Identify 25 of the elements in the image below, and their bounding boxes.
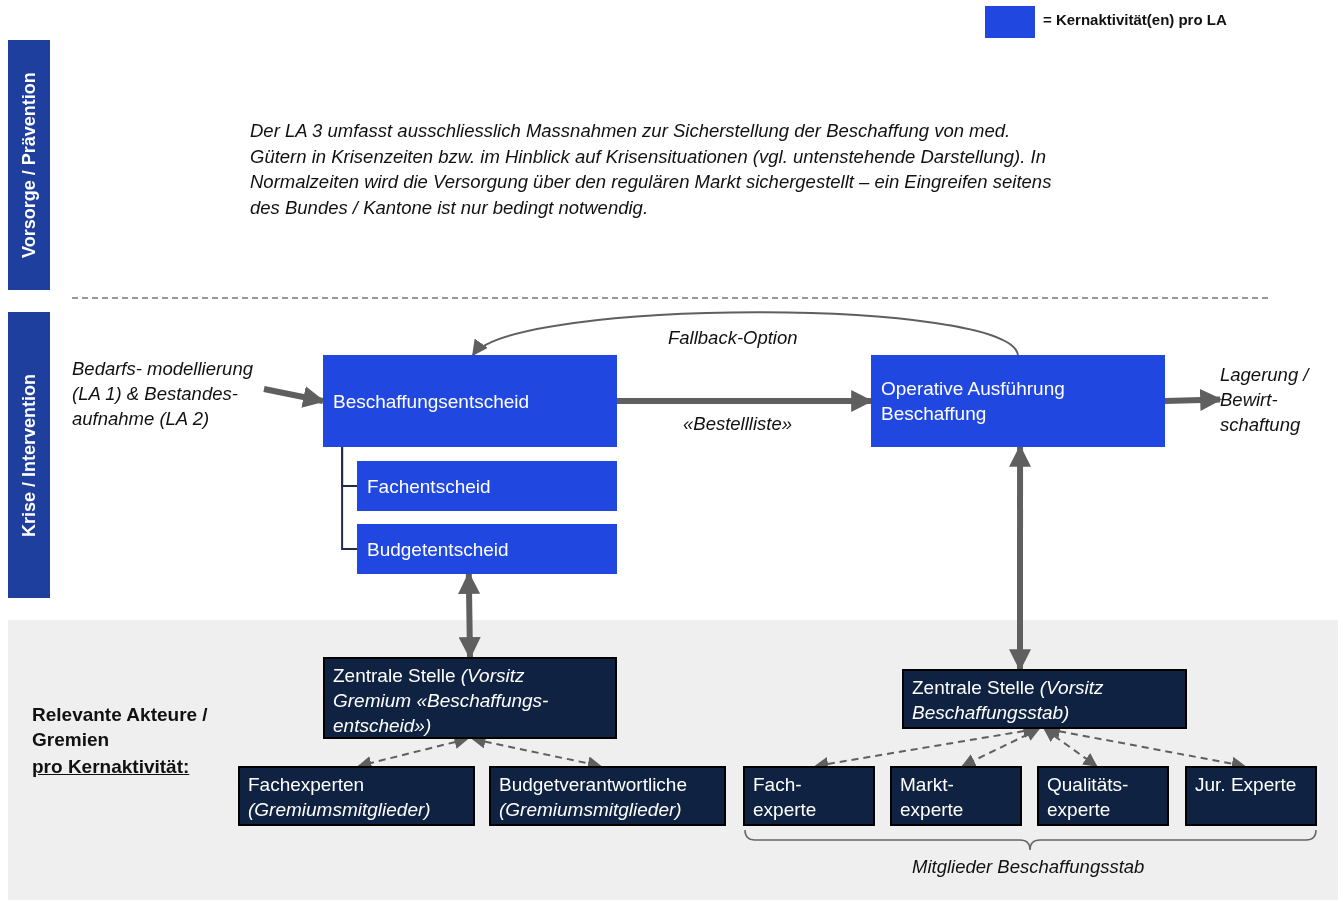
process-box: Operative Ausführung Beschaffung (871, 355, 1165, 447)
arrow (471, 311, 1019, 356)
process-box: Budgetentscheid (357, 524, 617, 574)
section-band: Vorsorge / Prävention (8, 40, 50, 290)
section-band: Krise / Intervention (8, 312, 50, 598)
flow-text: Lagerung / Bewirt- schaftung (1220, 362, 1335, 437)
bracket-label: Mitglieder Beschaffungsstab (912, 856, 1145, 878)
legend-text: = Kernaktivität(en) pro LA (1043, 11, 1227, 28)
connector-line (341, 446, 358, 550)
process-box: Beschaffungsentscheid (323, 355, 617, 447)
actor-box: Qualitäts- experte (1037, 766, 1169, 826)
actor-box: Fachexperten (Gremiumsmitglieder) (238, 766, 475, 826)
actor-box: Jur. Experte (1185, 766, 1317, 826)
actor-box: Markt- experte (890, 766, 1022, 826)
actor-box: Fach- experte (743, 766, 875, 826)
dashed-arrow (961, 728, 1041, 767)
side-heading: pro Kernaktivität: (32, 755, 190, 779)
actor-box: Zentrale Stelle (Vorsitz Beschaffungsstab) (902, 669, 1187, 729)
description-text: Der LA 3 umfasst ausschliesslich Massnahmen zur Sicherstellung der Beschaffung von med. Gütern in Krisenzeiten bzw. im Hinblick auf Krisensituationen (vgl. untenstehende Darstellung). In Normalzeiten wird die Versorgung über den regulären Markt sichergestellt – ein Eingreifen seitens des Bundes / Kantone ist nur bedingt notwendig. (250, 119, 1053, 220)
process-box: Fachentscheid (357, 461, 617, 511)
actor-box: Zentrale Stelle (Vorsitz Gremium «Beschaffungs- entscheid») (323, 657, 617, 739)
dashed-arrow (1043, 728, 1098, 767)
flow-text: Bedarfs- modellierung (LA 1) & Bestandes- aufnahme (LA 2) (72, 356, 264, 431)
arrow (1164, 389, 1223, 412)
actor-box: Budgetverantwortliche (Gremiumsmitglieder) (489, 766, 726, 826)
